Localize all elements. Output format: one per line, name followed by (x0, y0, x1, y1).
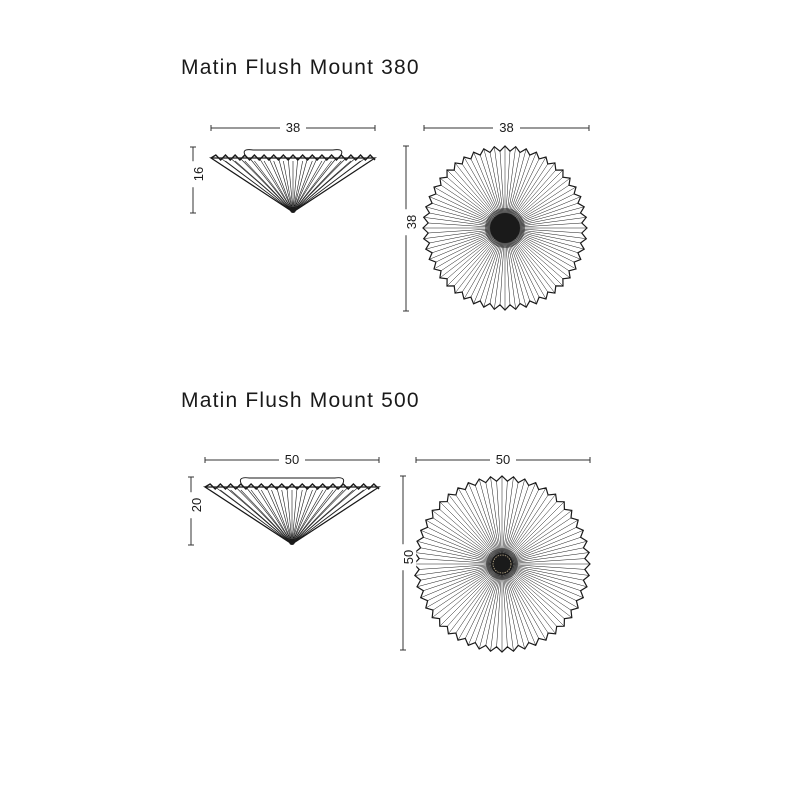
pleat-line (230, 489, 293, 545)
center-hub (491, 553, 513, 575)
pleat-line (286, 486, 293, 545)
pleat-line (283, 160, 294, 213)
top-view-width-label-500: 50 (489, 453, 517, 467)
pleat-line (234, 160, 294, 213)
shade-top-outline (422, 145, 588, 311)
pleat-line (292, 157, 318, 213)
pleat-line (292, 160, 323, 213)
pleat-line (292, 157, 299, 213)
pleat-line (250, 489, 293, 545)
product-title-380: Matin Flush Mount 380 (181, 56, 420, 79)
pleat-line (258, 157, 294, 213)
pleat-line (276, 486, 293, 545)
pleat-line (291, 486, 369, 545)
pleat-line (255, 486, 293, 545)
pleat-line (292, 157, 337, 213)
pleat-line (292, 157, 308, 213)
pleat-line (261, 489, 293, 545)
top-view-width-label-380: 38 (493, 121, 520, 135)
pleat-line (292, 157, 356, 213)
pleat-line (291, 486, 339, 545)
pleat-line (292, 157, 347, 213)
pleat-line (215, 160, 294, 213)
pleat-line (291, 489, 334, 545)
pleat-line (278, 157, 294, 213)
hub-ring (492, 554, 512, 574)
pleated-rim (210, 153, 376, 162)
side-view-width-label-500: 50 (278, 453, 306, 467)
pleat-line (291, 486, 349, 545)
side-view-width-label-380: 38 (279, 121, 307, 135)
pleat-line (291, 486, 359, 545)
pleat-line (244, 160, 294, 213)
pleat-line (291, 486, 308, 545)
canopy-bracket (243, 149, 343, 159)
pleat-line (240, 489, 293, 545)
top-view-height-label-500: 50 (401, 543, 417, 570)
pleat-line (266, 486, 293, 545)
side-view-height-label-380: 16 (191, 160, 207, 187)
pleat-line (268, 157, 294, 213)
pleat-line (291, 486, 380, 545)
pleat-line (287, 157, 294, 213)
product-title-500: Matin Flush Mount 500 (181, 389, 420, 412)
pleat-line (292, 160, 332, 213)
pleat-line (292, 157, 376, 213)
pleat-line (292, 160, 303, 213)
pleat-line (209, 489, 293, 545)
pleat-line (291, 486, 298, 545)
pleat-line (249, 157, 294, 213)
canopy-bracket (239, 477, 345, 488)
pleat-line (291, 489, 303, 545)
pleat-line (220, 489, 293, 545)
pleat-line (292, 157, 366, 213)
shade-apex (289, 539, 295, 545)
pleat-line (292, 157, 328, 213)
pleat-line (291, 486, 318, 545)
pleat-line (271, 489, 293, 545)
pleat-line (263, 160, 294, 213)
top-view-height-label-380: 38 (404, 209, 420, 236)
pleat-line (292, 160, 313, 213)
center-hub (490, 213, 520, 243)
shade-apex (290, 207, 296, 213)
pleat-line (291, 489, 313, 545)
pleat-line (273, 160, 294, 213)
pleated-rim (204, 483, 380, 490)
side-view-height-label-500: 20 (189, 491, 205, 518)
pleat-line (281, 489, 293, 545)
pleat-line (291, 486, 329, 545)
pleat-line (254, 160, 294, 213)
pleat-line (291, 489, 323, 545)
pleat-line (245, 486, 293, 545)
pleat-line (225, 160, 294, 213)
